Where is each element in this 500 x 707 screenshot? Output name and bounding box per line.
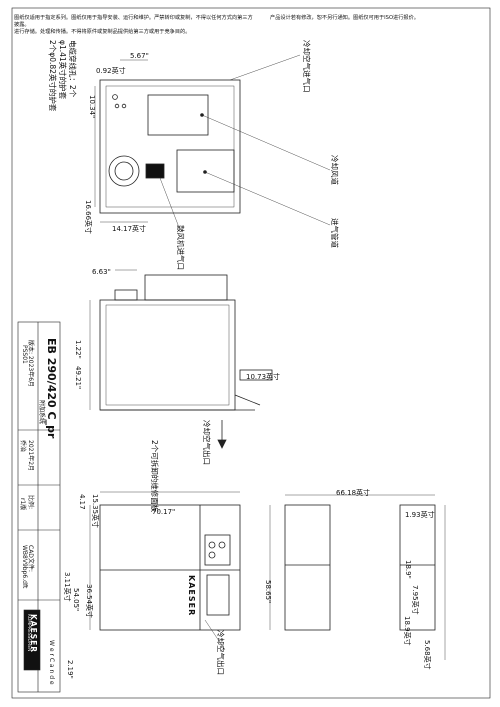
leader-air-inlet [229, 54, 301, 81]
dim-top-view-bottom-a: 16.66英寸 [84, 200, 92, 235]
dim-right-e: 5.68英寸 [423, 640, 431, 670]
title-meta-6: r1版 [19, 498, 26, 511]
right-view-body [284, 504, 331, 631]
dim-top-view-side-b: 10.34" [88, 95, 96, 119]
label-cooling-air-inlet: 冷却空气进气口 [302, 40, 311, 93]
leader-exhaust [204, 171, 331, 226]
side-view-body [99, 299, 236, 411]
dim-top-view-bottom-b: 14.17英寸 [112, 225, 147, 233]
dim-right-d: 18.9英寸 [403, 616, 411, 646]
dim-side-outlet: 10.73英寸 [246, 373, 281, 381]
dim-top-view-side-a: 0.92英寸 [96, 67, 126, 75]
front-view-button-a [208, 541, 216, 549]
front-view [89, 491, 271, 651]
title-meta-4: 乔治 [19, 440, 26, 453]
dim-right-a: 1.93英寸 [405, 511, 435, 519]
title-meta-1: 版本: 2023年6月 [27, 340, 34, 388]
label-fan-inlet: 鼓风机进气口 [176, 225, 185, 270]
label-exhaust-pipe: 进气管道 [330, 218, 339, 248]
title-meta-5: 比例: [27, 495, 34, 510]
side-view-slope [234, 394, 261, 406]
dim-right-c: 7.95英寸 [411, 585, 419, 615]
label-service-panel: 2个可拆卸的维修面板 [150, 440, 159, 513]
header-left-note-line1: 图纸仅适用于指定系列。图纸仅用于指导安装、运行和维护。严禁转印或复制，不得以任何… [14, 15, 253, 28]
header-right-note: 产品设计若有修改，恕不另行通知。图纸仅可用于ISO进行报价。 [270, 15, 419, 21]
leader-front-outlet [204, 619, 226, 651]
header-left-note: 图纸仅适用于指定系列。图纸仅用于指导安装、运行和维护。严禁转印或复制，不得以任何… [14, 15, 254, 36]
front-view-display [206, 574, 230, 616]
side-view-outlet [239, 369, 273, 381]
top-view-fan-inlet [145, 163, 165, 179]
label-cooling-duct: 冷却风道 [330, 155, 339, 185]
top-view [94, 54, 331, 231]
brand-logo-tag: KOMPRESSOREN [26, 614, 31, 652]
dim-side-left-a: 1.22" [74, 340, 82, 359]
right-view [284, 494, 446, 660]
dim-side-flange: 6.63" [92, 268, 111, 276]
dim-front-bottom: 2.19" [66, 660, 74, 679]
header-left-note-line2: 进行存储。处理和传播。不得将原件或复制品提供给第三方或用于竞争目的。 [14, 29, 191, 35]
label-hole-b: 2个φ0.82英寸的护套 [48, 40, 57, 112]
front-view-button-b [218, 541, 226, 549]
top-view-hole-c [121, 103, 127, 109]
dim-top-view-top: 5.67" [130, 52, 149, 60]
title-footer: W e r C a n d e [48, 640, 55, 685]
top-view-hole-a [112, 94, 118, 100]
title-meta-2: PSS01 [21, 345, 28, 364]
front-brand-text: KAESER [187, 575, 196, 617]
front-view-body [99, 504, 241, 631]
front-view-control-panel [204, 534, 231, 566]
side-view-flange [114, 289, 138, 301]
side-view-arrowhead [217, 439, 227, 449]
dim-front-left-b: 36.54英寸 [85, 584, 93, 619]
title-block [17, 321, 61, 693]
side-view-top-unit [144, 274, 228, 301]
dim-front-height: 58.65" [264, 580, 272, 604]
dim-right-b: 18.9" [404, 560, 412, 579]
dim-front-left-c: 54.05" [72, 588, 80, 612]
side-view-inner [105, 304, 230, 406]
dim-side-left-b: 49.21" [74, 366, 82, 390]
dim-front-left-a: 3.11英寸 [63, 572, 71, 602]
top-view-panel-upper [147, 94, 209, 136]
title-model-sub: 附加系统 [38, 400, 45, 425]
title-meta-7: CAD文件: [27, 545, 34, 572]
top-view-fan-outer [108, 155, 140, 187]
top-view-panel-lower [176, 149, 235, 193]
title-meta-8: WB8V9bp6.dft [21, 545, 28, 589]
front-view-button-c [208, 551, 216, 559]
label-power-entry: 电缆穿线孔：2个 [68, 40, 77, 98]
title-meta-3: 2021年2月 [27, 440, 34, 472]
dim-front-width: 70.17" [152, 508, 176, 516]
top-view-inner [105, 85, 235, 208]
label-cooling-air-outlet: 冷却空气出口 [202, 420, 211, 465]
brand-logo-box [23, 609, 41, 671]
sheet-frame [11, 7, 491, 699]
dim-front-top-b: 15.35英寸 [91, 494, 99, 529]
title-block-frame [17, 321, 61, 693]
top-view-outline [99, 79, 241, 214]
leader-duct [201, 114, 331, 171]
dim-front-top-a: 4.17 [78, 494, 86, 510]
label-hole-a: φ1.41英寸的护套 [58, 40, 67, 100]
leader-fan-inlet [159, 177, 181, 231]
top-view-fan-inner [114, 161, 134, 181]
top-view-hole-b [114, 103, 120, 109]
right-view-body-right [399, 504, 436, 631]
label-front-outlet: 冷却空气出口 [216, 630, 225, 675]
dim-right-width: 66.18英寸 [336, 489, 371, 497]
side-view [89, 269, 273, 449]
